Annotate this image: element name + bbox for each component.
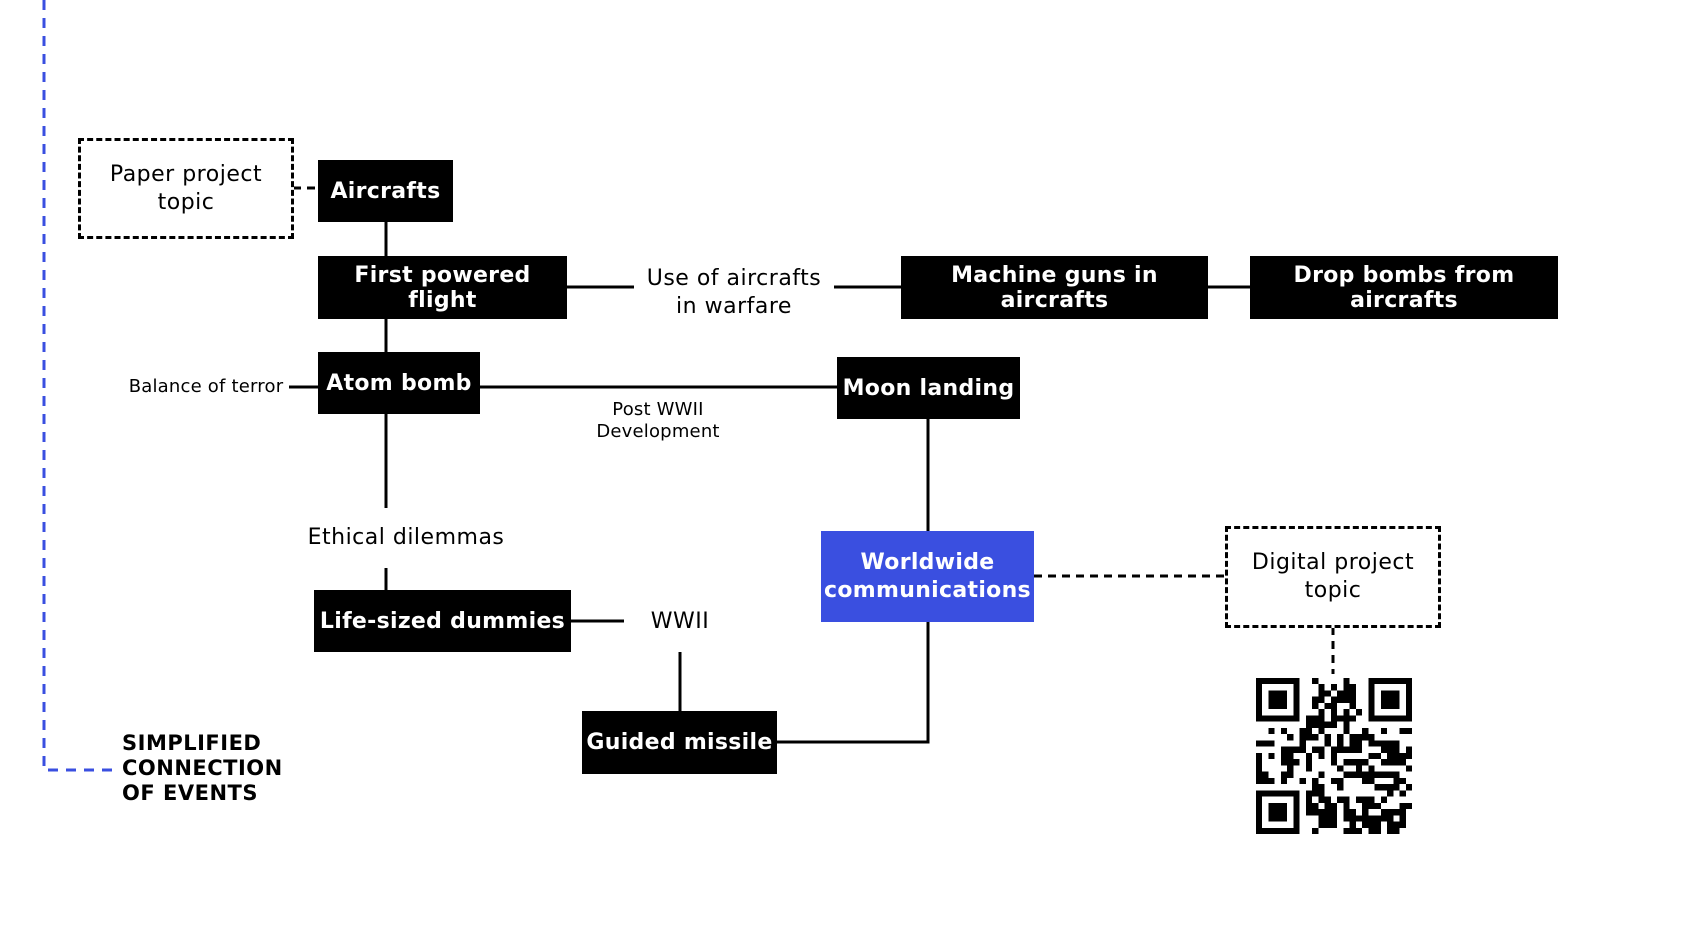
node-machine-guns: Machine guns in aircrafts [901,256,1208,319]
label-use-of-aircrafts: Use of aircrafts in warfare [634,265,834,321]
timeline-guide-line [42,0,115,772]
node-moon-landing: Moon landing [837,357,1020,419]
label-wwii: WWII [624,608,736,636]
digital-project-topic-box: Digital project topic [1225,526,1441,628]
node-worldwide-communications: Worldwide communications [821,531,1034,622]
node-life-sized-dummies: Life-sized dummies [314,590,571,652]
qr-code-icon[interactable] [1256,678,1412,834]
paper-project-topic-box: Paper project topic [78,138,294,239]
node-atom-bomb: Atom bomb [318,352,480,414]
diagram-caption: SIMPLIFIED CONNECTION OF EVENTS [122,731,283,805]
label-ethical-dilemmas: Ethical dilemmas [306,524,506,552]
node-aircrafts: Aircrafts [318,160,453,222]
node-drop-bombs: Drop bombs from aircrafts [1250,256,1558,319]
node-guided-missile: Guided missile [582,711,777,774]
node-first-powered-flight: First powered flight [318,256,567,319]
label-balance-of-terror: Balance of terror [125,376,287,398]
label-post-wwii: Post WWII Development [596,399,720,442]
